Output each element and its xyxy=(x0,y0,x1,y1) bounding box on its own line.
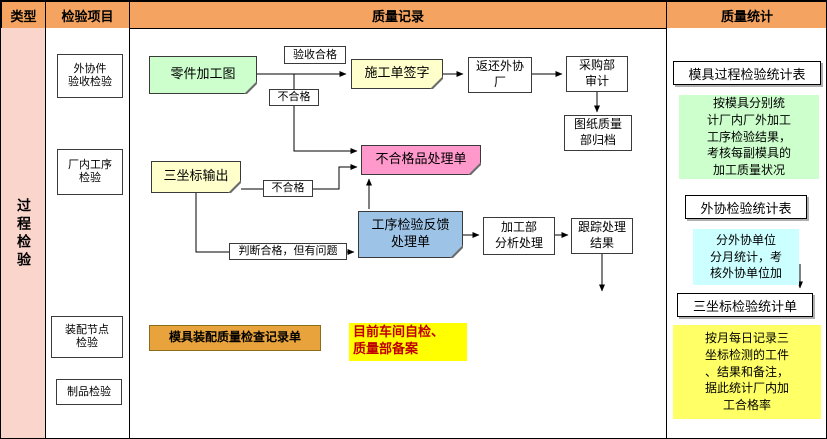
item-product: 制品检验 xyxy=(56,379,122,405)
item-assembly-node: 装配节点 检验 xyxy=(51,316,123,358)
label-accept-ok: 验收合格 xyxy=(284,46,346,64)
item-outsourced-acceptance: 外协件 验收检验 xyxy=(57,54,123,98)
flow-cmm-output: 三坐标输出 xyxy=(151,161,241,193)
flow-assembly-record: 模具装配质量检查记录单 xyxy=(149,325,321,351)
label-reject-1: 不合格 xyxy=(269,89,319,106)
label-judged-ok-with-issue: 判断合格，但有问题 xyxy=(229,243,347,260)
header-items: 检验项目 xyxy=(45,1,130,29)
type-column: 过程检验 xyxy=(1,28,46,438)
stat-mold-process-desc: 按模具分别统 计厂内厂外加工 工序检验结果， 考核每副模具的 加工质量状况 xyxy=(679,95,819,179)
flow-nonconforming-sheet: 不合格品处理单 xyxy=(361,145,481,175)
flow-return-supplier: 返还外协 厂 xyxy=(468,57,532,93)
label-reject-2: 不合格 xyxy=(263,180,313,197)
stat-cmm-desc: 按月每日记录三 坐标检测的工件 、结果和备注， 据此统计厂内加 工合格率 xyxy=(673,325,821,419)
stat-mold-process-table-title: 模具过程检验统计表 xyxy=(673,61,821,85)
stat-outsourced-table-title: 外协检验统计表 xyxy=(685,195,807,219)
flow-tracking: 跟踪处理 结果 xyxy=(571,218,633,254)
header-stats: 质量统计 xyxy=(666,1,826,29)
header-type: 类型 xyxy=(1,1,46,29)
flow-analysis: 加工部 分析处理 xyxy=(483,217,555,255)
stat-cmm-table-title: 三坐标检验统计单 xyxy=(677,293,813,317)
type-label: 过程检验 xyxy=(15,198,31,270)
header-records: 质量记录 xyxy=(129,1,667,29)
flow-purchase-audit: 采购部 审计 xyxy=(566,56,628,92)
item-inhouse-process: 厂内工序 检验 xyxy=(57,149,123,195)
flow-work-order-sign: 施工单签字 xyxy=(351,59,443,89)
flow-drawing-archive: 图纸质量 部归档 xyxy=(564,115,632,151)
stat-outsourced-desc: 分外协单位 分月统计，考 核外协单位加 xyxy=(693,229,799,285)
flow-workshop-note: 目前车间自检、 质量部备案 xyxy=(349,323,467,361)
flow-feedback-sheet: 工序检验反馈 处理单 xyxy=(358,211,463,258)
flow-part-drawing: 零件加工图 xyxy=(149,56,257,94)
